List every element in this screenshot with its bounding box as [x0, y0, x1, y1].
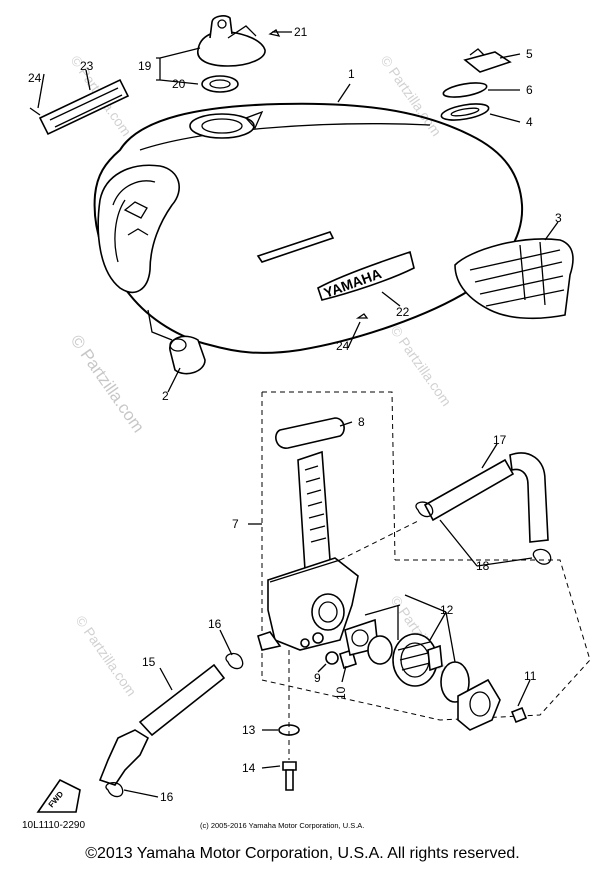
callout-15: 15 — [142, 655, 156, 669]
hose-17 — [423, 452, 549, 543]
callout-24-top: 24 — [28, 71, 42, 85]
callout-18: 18 — [476, 559, 490, 573]
callout-5: 5 — [526, 47, 533, 61]
callout-22: 22 — [396, 305, 410, 319]
callout-19: 19 — [138, 59, 152, 73]
callout-8: 8 — [358, 415, 365, 429]
callout-3: 3 — [555, 211, 562, 225]
callout-16-lower: 16 — [160, 790, 174, 804]
callout-6: 6 — [526, 83, 533, 97]
tank-mount-3 — [454, 238, 574, 320]
fwd-marker: FWD — [36, 778, 81, 813]
callout-24-bottom: 24 — [336, 339, 350, 353]
gasket-8 — [275, 417, 345, 449]
callout-10: 10 — [334, 686, 348, 700]
bracket-parts — [440, 48, 512, 121]
fuel-cock-dashed-box — [261, 391, 591, 721]
bolt-14 — [282, 761, 297, 791]
callout-9: 9 — [314, 671, 321, 685]
footer-copyright: ©2013 Yamaha Motor Corporation, U.S.A. A… — [85, 845, 520, 862]
hose-15 — [98, 663, 226, 786]
watermark-top: © Partzilla.com — [378, 53, 445, 139]
damper-2 — [169, 335, 206, 375]
yamaha-emblem: YAMAHA — [322, 265, 384, 301]
callout-14: 14 — [242, 761, 256, 775]
leader-lines — [37, 31, 559, 798]
callout-11: 11 — [524, 669, 537, 683]
washer-9 — [325, 651, 339, 665]
screw-11 — [510, 706, 528, 724]
callout-13: 13 — [242, 723, 256, 737]
clip-18-upper — [415, 501, 434, 518]
watermark-bottom-left: © Partzilla.com — [73, 613, 140, 699]
watermark-left: © Partzilla.com — [67, 331, 148, 436]
callout-7: 7 — [232, 517, 239, 531]
callout-12: 12 — [440, 603, 454, 617]
callout-21: 21 — [294, 25, 308, 39]
clip-16-lower — [105, 782, 124, 798]
diagram-ref-code: 10L1110-2290 — [22, 820, 85, 831]
callout-4: 4 — [526, 115, 533, 129]
fuel-cock-7 — [257, 450, 359, 651]
callouts: 1 21 19 20 5 6 4 3 24 23 22 24 2 8 7 17 … — [28, 25, 562, 804]
watermark-mid: © Partzilla.com — [388, 323, 455, 409]
valve-parts-12 — [344, 604, 501, 731]
watermarks: © Partzilla.com © Partzilla.com © Partzi… — [67, 53, 455, 699]
callout-17: 17 — [493, 433, 507, 447]
side-panel-23 — [29, 78, 130, 136]
fuel-tank: YAMAHA — [93, 102, 524, 354]
fuel-cap-assembly — [197, 15, 281, 93]
callout-16-upper: 16 — [208, 617, 222, 631]
small-copyright: (c) 2005-2016 Yamaha Motor Corporation, … — [200, 821, 364, 830]
clip-16-upper — [225, 652, 244, 670]
clip-18-lower — [532, 548, 552, 565]
callout-2: 2 — [162, 389, 169, 403]
callout-23: 23 — [80, 59, 94, 73]
callout-20: 20 — [172, 77, 186, 91]
callout-1: 1 — [348, 67, 355, 81]
